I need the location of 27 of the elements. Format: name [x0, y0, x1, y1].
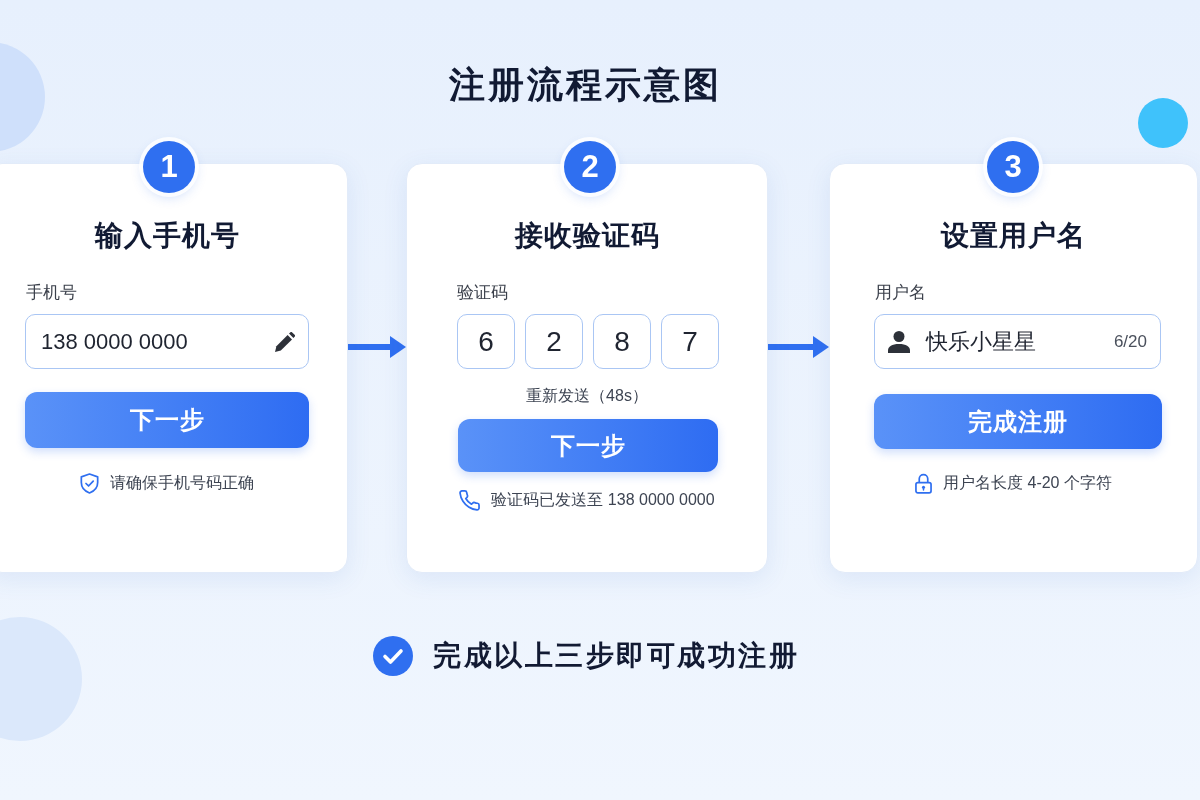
primary-button: 下一步	[25, 392, 309, 448]
hint-text: 用户名长度 4-20 个字符	[943, 473, 1112, 493]
diagram-title: 注册流程示意图	[448, 63, 722, 107]
field-label: 用户名	[875, 282, 926, 304]
countdown-text: 重新发送（48s）	[526, 386, 648, 406]
code-input-field: 6	[457, 314, 515, 369]
arrow	[348, 336, 406, 358]
code-input-field: 7	[661, 314, 719, 369]
field-label: 手机号	[26, 282, 77, 304]
field-label: 验证码	[457, 282, 508, 304]
step-number-badge: 2	[564, 141, 616, 193]
arrow	[768, 336, 829, 358]
step-title: 接收验证码	[514, 219, 660, 253]
hint-text: 验证码已发送至 138 0000 0000	[491, 490, 715, 510]
code-input-field: 2	[525, 314, 583, 369]
step-title: 设置用户名	[941, 219, 1086, 253]
step-title: 输入手机号	[94, 219, 240, 253]
code-input-field: 8	[593, 314, 651, 369]
hint-text: 请确保手机号码正确	[110, 473, 254, 493]
primary-button: 完成注册	[874, 394, 1162, 449]
input-field: 138 0000 0000	[25, 314, 309, 369]
input-field: 快乐小星星 6/20	[874, 314, 1161, 369]
primary-button: 下一步	[458, 419, 718, 472]
step-number-badge: 3	[987, 141, 1039, 193]
summary-text: 完成以上三步即可成功注册	[433, 639, 799, 673]
character-counter: 6/20	[1113, 330, 1147, 353]
step-number-badge: 1	[143, 141, 195, 193]
